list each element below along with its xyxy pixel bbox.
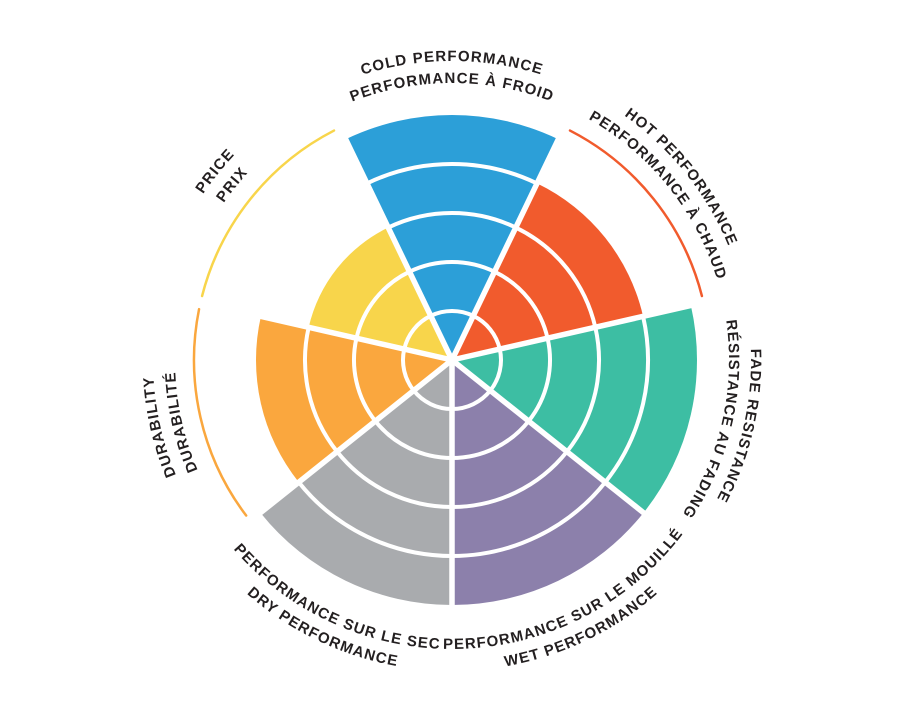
ring-arc-wet-performance-4 (451, 480, 607, 558)
wedge-cold-performance (345, 114, 559, 360)
ring-arc-wet-performance-1 (451, 389, 492, 411)
sector-gap-line-0 (449, 135, 563, 362)
ring-arc-price-1 (402, 314, 432, 350)
ring-arc-dry-performance-2 (373, 419, 453, 460)
ring-arc-fade-resistance-1 (488, 348, 503, 392)
wedge-fade-resistance (452, 305, 698, 513)
max-indicator-arcs (192, 129, 704, 517)
ring-arc-dry-performance-4 (297, 480, 453, 558)
ring-arc-dry-performance-1 (412, 389, 453, 411)
sector-gap-line-1 (451, 302, 695, 363)
wedge-dry-performance (260, 360, 452, 605)
sector-gap-line-5 (209, 302, 453, 363)
wedge-hot-performance (452, 183, 644, 360)
ring-arc-cold-performance-1 (429, 309, 475, 318)
label-hot-performance-en: HOT PERFORMANCE (622, 105, 741, 248)
ring-arc-hot-performance-2 (493, 269, 550, 339)
ring-arc-durability-1 (401, 348, 416, 392)
ring-arc-durability-3 (303, 326, 339, 453)
ring-arc-price-2 (354, 269, 411, 339)
ring-arc-fade-resistance-2 (527, 337, 552, 423)
max-arc-durability (192, 307, 248, 517)
ring-divider-arcs (297, 162, 651, 558)
ring-arc-cold-performance-3 (387, 211, 517, 230)
ring-arc-hot-performance-1 (472, 314, 502, 350)
max-arc-price (200, 129, 336, 298)
sector-gap-line-4 (256, 357, 454, 517)
sector-gap-line-6 (341, 135, 455, 362)
ring-arc-cold-performance-2 (408, 260, 496, 274)
ring-arc-dry-performance-3 (335, 450, 453, 509)
sector-gap-line-2 (450, 357, 648, 517)
ring-arc-cold-performance-4 (366, 162, 538, 186)
ring-arc-fade-resistance-3 (565, 326, 601, 453)
sector-gap-lines (209, 135, 695, 608)
max-arc-hot-performance (568, 129, 704, 298)
ring-arc-wet-performance-2 (451, 419, 531, 460)
wedge-wet-performance (452, 360, 644, 605)
label-cold-performance-fr: PERFORMANCE À FROID (348, 70, 557, 105)
ring-arc-hot-performance-3 (514, 225, 598, 328)
ring-arc-fade-resistance-4 (603, 315, 651, 484)
sector-wedges (255, 114, 698, 605)
ring-arc-wet-performance-3 (451, 450, 569, 509)
ring-arc-durability-2 (352, 337, 377, 423)
